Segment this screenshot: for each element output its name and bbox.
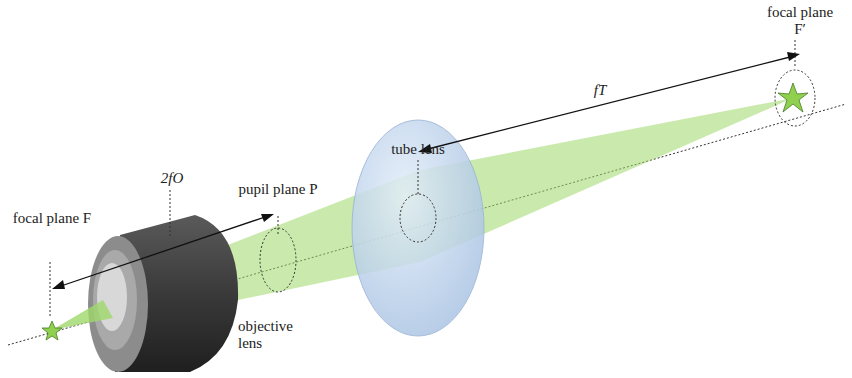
tube-lens-aperture: [400, 194, 436, 242]
tube-lens: [352, 120, 484, 336]
plane-label: focal plane F′: [760, 4, 840, 38]
objective-lens: [52, 215, 238, 372]
tick: [170, 190, 171, 236]
tick: [278, 216, 279, 236]
plane-label: focal plane F: [12, 210, 92, 227]
object-star: [42, 321, 62, 340]
image-star: [778, 83, 808, 112]
pupil-plane: [260, 228, 296, 292]
part-label: objective lens: [238, 318, 318, 352]
dimension-arrow: [58, 216, 268, 287]
image-plane: [775, 70, 815, 126]
part-label: tube lens: [373, 141, 463, 158]
tick: [418, 160, 419, 194]
dimension-label: 2fO: [152, 170, 192, 187]
tick: [50, 262, 51, 318]
plane-label: pupil plane P: [238, 181, 318, 198]
dimension-label: fT: [580, 82, 620, 99]
dimension-arrow: [424, 56, 794, 150]
